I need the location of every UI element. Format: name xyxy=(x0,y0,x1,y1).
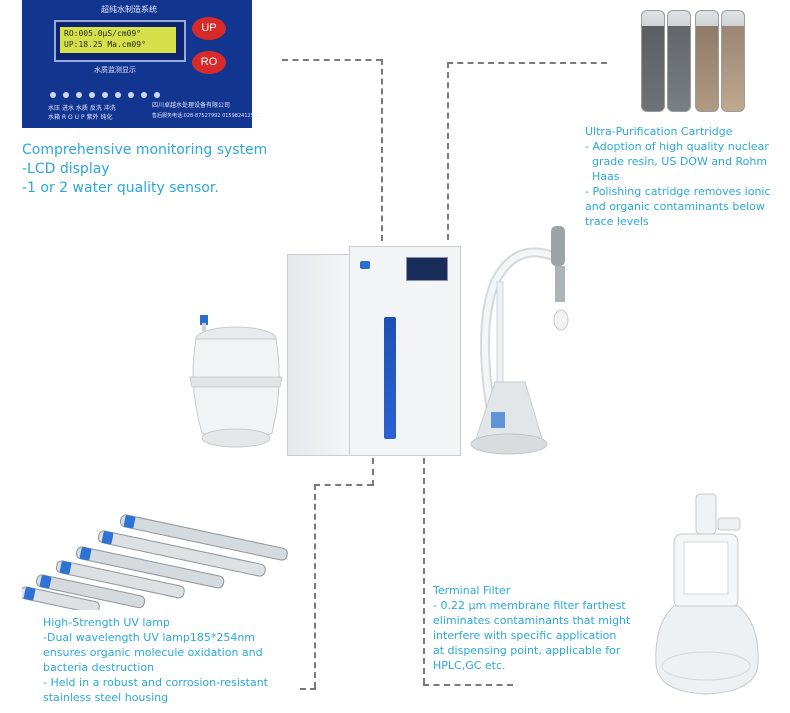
caption-line: HPLC,GC etc. xyxy=(433,659,506,672)
connector-line xyxy=(381,59,383,241)
caption-title: High-Strength UV lamp xyxy=(43,616,170,629)
connector-line xyxy=(314,484,373,486)
caption-title: Ultra-Purification Cartridge xyxy=(585,125,733,138)
led-icon xyxy=(102,92,108,98)
caption-line: Haas xyxy=(585,170,620,183)
cartridge-tube xyxy=(667,10,691,112)
caption-title: Comprehensive monitoring system xyxy=(22,142,268,158)
caption-line: -Dual wavelength UV lamp185*254nm xyxy=(43,631,256,644)
caption-line: grade resin, US DOW and Rohm xyxy=(585,155,768,168)
caption-line: - Held in a robust and corrosion-resista… xyxy=(43,676,268,689)
caption-line: stainless steel housing xyxy=(43,691,169,704)
cartridge-caption: Ultra-Purification Cartridge - Adoption … xyxy=(585,124,771,229)
logo-icon xyxy=(360,261,370,269)
connector-line xyxy=(447,62,449,240)
caption-line: -1 or 2 water quality sensor. xyxy=(22,180,219,196)
terminal-filter-caption: Terminal Filter - 0.22 μm membrane filte… xyxy=(433,583,630,673)
caption-line: - 0.22 μm membrane filter farthest xyxy=(433,599,626,612)
connector-line xyxy=(423,458,425,684)
connector-line xyxy=(423,684,513,686)
led-icon xyxy=(128,92,134,98)
lcd-line-up: UP:18.25 Ma.cm09° xyxy=(64,40,146,49)
control-panel-image: 超纯水制造系统 RO:005.0μS/cm09° UP:18.25 Ma.cm0… xyxy=(22,0,260,128)
led-icon xyxy=(50,92,56,98)
dispenser-image xyxy=(470,226,569,455)
caption-line: interfere with specific application xyxy=(433,629,617,642)
led-icon xyxy=(89,92,95,98)
service-phone: 售后服务电话:028-87527992 015982412527 xyxy=(152,113,261,119)
company-name: 四川卓越水处理设备有限公司 xyxy=(152,102,231,109)
ro-button: RO xyxy=(192,51,226,74)
lcd-screen: RO:005.0μS/cm09° UP:18.25 Ma.cm09° xyxy=(60,27,176,53)
connector-line xyxy=(300,688,316,690)
connector-line xyxy=(372,458,374,486)
connector-line xyxy=(282,59,382,61)
terminal-filter-image xyxy=(655,493,759,695)
connector-line xyxy=(314,484,316,688)
caption-line: trace levels xyxy=(585,215,649,228)
led-labels-2: 水箱 R O U P 紫外 纯化 xyxy=(48,114,113,121)
cartridge-tube xyxy=(721,10,745,112)
indicator-led-row xyxy=(50,92,170,100)
led-icon xyxy=(141,92,147,98)
connector-line xyxy=(447,62,607,64)
panel-title: 超纯水制造系统 xyxy=(101,5,157,14)
led-icon xyxy=(76,92,82,98)
monitoring-caption: Comprehensive monitoring system -LCD dis… xyxy=(22,141,267,198)
blue-stripe xyxy=(384,317,396,439)
led-icon xyxy=(63,92,69,98)
cartridge-tube xyxy=(695,10,719,112)
caption-line: at dispensing point, applicable for xyxy=(433,644,621,657)
main-unit-image xyxy=(287,246,461,460)
up-button: UP xyxy=(192,17,226,40)
caption-line: - Polishing catridge removes ionic xyxy=(585,185,771,198)
led-icon xyxy=(115,92,121,98)
caption-line: -LCD display xyxy=(22,161,110,177)
uv-lamp-image xyxy=(22,514,288,610)
caption-line: ensures organic molecule oxidation and xyxy=(43,646,263,659)
caption-line: bacteria destruction xyxy=(43,661,155,674)
led-labels: 水压 进水 水质 反洗 冲洗 xyxy=(48,105,116,112)
mini-panel-icon xyxy=(406,257,448,281)
cabinet-front xyxy=(349,246,461,456)
caption-line: eliminates contaminants that might xyxy=(433,614,631,627)
pressure-tank-image xyxy=(189,315,283,448)
cabinet-side xyxy=(287,254,351,456)
caption-title: Terminal Filter xyxy=(433,584,511,597)
led-icon xyxy=(154,92,160,98)
cartridge-tube xyxy=(641,10,665,112)
caption-line: - Adoption of high quality nuclear xyxy=(585,140,769,153)
cartridge-image xyxy=(637,6,749,118)
lcd-line-ro: RO:005.0μS/cm09° xyxy=(64,29,142,38)
caption-line: and organic contaminants below xyxy=(585,200,765,213)
lcd-caption: 水质监测显示 xyxy=(94,66,136,74)
uv-caption: High-Strength UV lamp -Dual wavelength U… xyxy=(43,615,268,705)
lcd-display: RO:005.0μS/cm09° UP:18.25 Ma.cm09° xyxy=(54,20,186,62)
